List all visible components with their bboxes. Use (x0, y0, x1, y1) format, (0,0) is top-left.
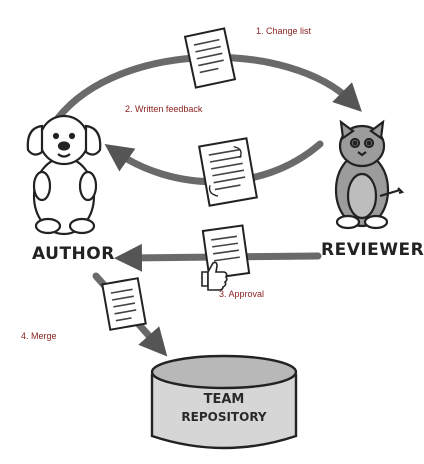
author-label: AUTHOR (32, 244, 115, 264)
dog-author-icon (26, 114, 102, 236)
cat-reviewer-icon (334, 119, 405, 230)
step-label-written-feedback: 2. Written feedback (125, 104, 203, 114)
step-label-approval: 3. Approval (219, 289, 265, 299)
change-list-document-icon (183, 27, 237, 89)
step-label-merge: 4. Merge (21, 331, 57, 341)
merge-document-icon (101, 277, 147, 331)
feedback-document-icon (197, 137, 259, 207)
repository-label-line-1: TEAM (203, 392, 245, 407)
step-label-change-list: 1. Change list (256, 26, 312, 36)
repository-label-line-2: REPOSITORY (181, 410, 267, 424)
team-repository-icon (150, 354, 298, 450)
reviewer-label: REVIEWER (321, 240, 424, 260)
thumbs-up-icon (201, 261, 228, 291)
